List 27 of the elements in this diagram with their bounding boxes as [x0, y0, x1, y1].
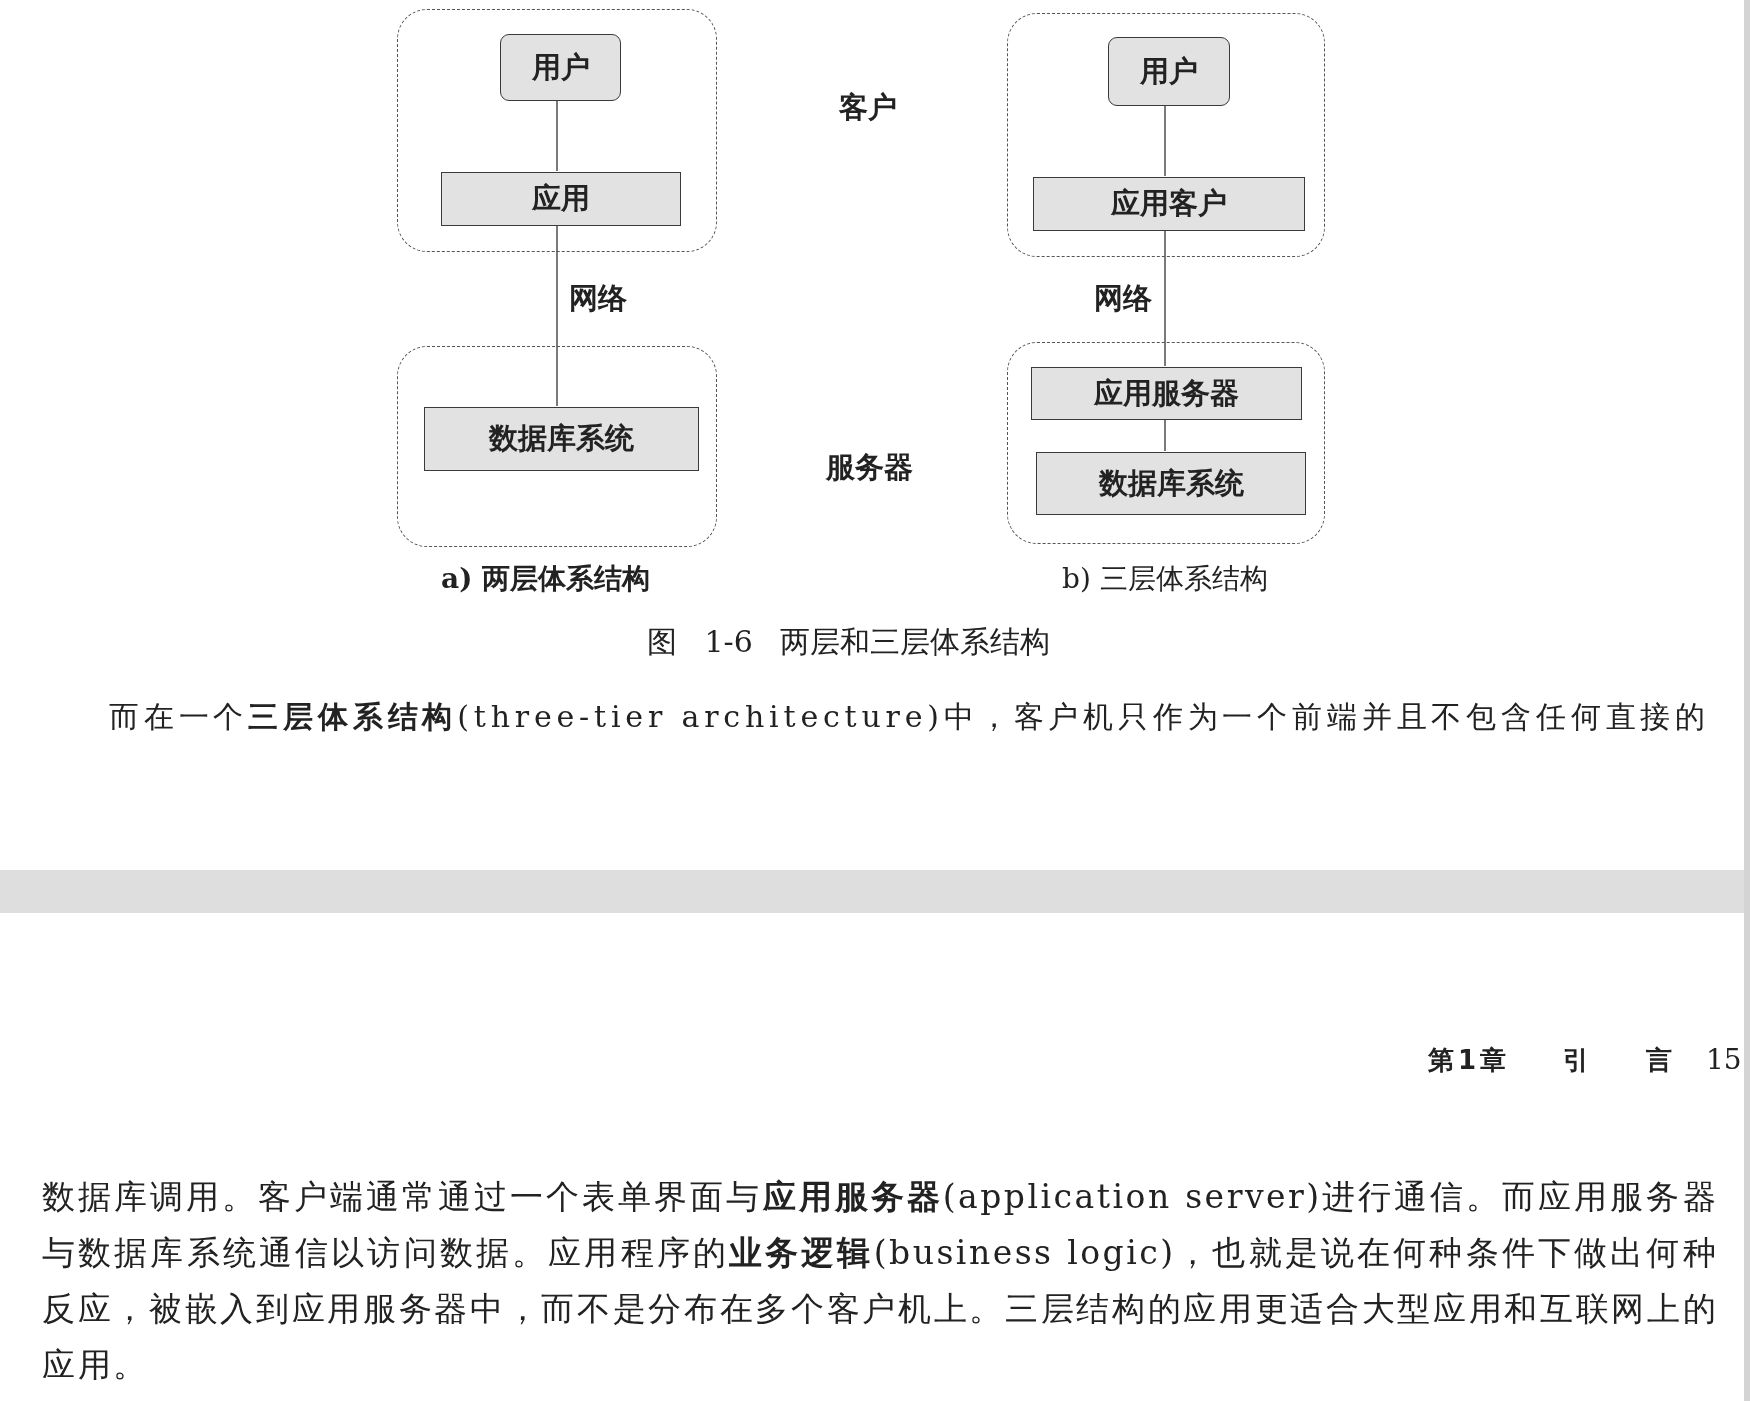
tier-group-frame [397, 9, 717, 252]
tier-group-frame [1007, 13, 1325, 257]
component-box: 数据库系统 [1036, 452, 1306, 515]
connector-line [556, 99, 558, 172]
page-number: 15 [1706, 1043, 1742, 1076]
running-header: 第1章 引 言 [1428, 1044, 1677, 1077]
tier-label: 客户 [839, 89, 897, 126]
tier-group-frame [1007, 342, 1325, 544]
component-box: 应用客户 [1033, 177, 1305, 231]
subfigure-caption: a) 两层体系结构 [441, 561, 651, 597]
edge-label: 网络 [569, 280, 627, 317]
connector-line [1164, 104, 1166, 177]
component-box: 用户 [500, 34, 621, 101]
connector-line [1164, 229, 1166, 367]
figure-caption: 图 1-6 两层和三层体系结构 [647, 623, 1051, 661]
component-box: 应用 [441, 172, 681, 226]
component-box: 应用服务器 [1031, 367, 1302, 420]
body-paragraph: 而在一个三层体系结构(three-tier architecture)中，客户机只作为一个前端并且不包含任何直接的 [109, 698, 1710, 736]
subfigure-caption: b) 三层体系结构 [1062, 561, 1268, 597]
connector-line [1164, 418, 1166, 452]
body-paragraph: 数据库调用。客户端通常通过一个表单界面与应用服务器(application server)进行通信。而应用服务器与数据库系统通信以访问数据。应用程序的业务逻辑(business logic)，也就是说在何种条件下做出何种反应，被嵌入到应用服务器中，而不是分布在多个客户机上。三层结构的应用更适合大型应用和互联网上的应用。 [42, 1176, 1718, 1386]
component-box: 数据库系统 [424, 407, 699, 471]
connector-line [556, 224, 558, 407]
component-box: 用户 [1108, 37, 1230, 106]
edge-label: 网络 [1094, 280, 1152, 317]
tier-label: 服务器 [826, 449, 913, 486]
tier-group-frame [397, 346, 717, 547]
